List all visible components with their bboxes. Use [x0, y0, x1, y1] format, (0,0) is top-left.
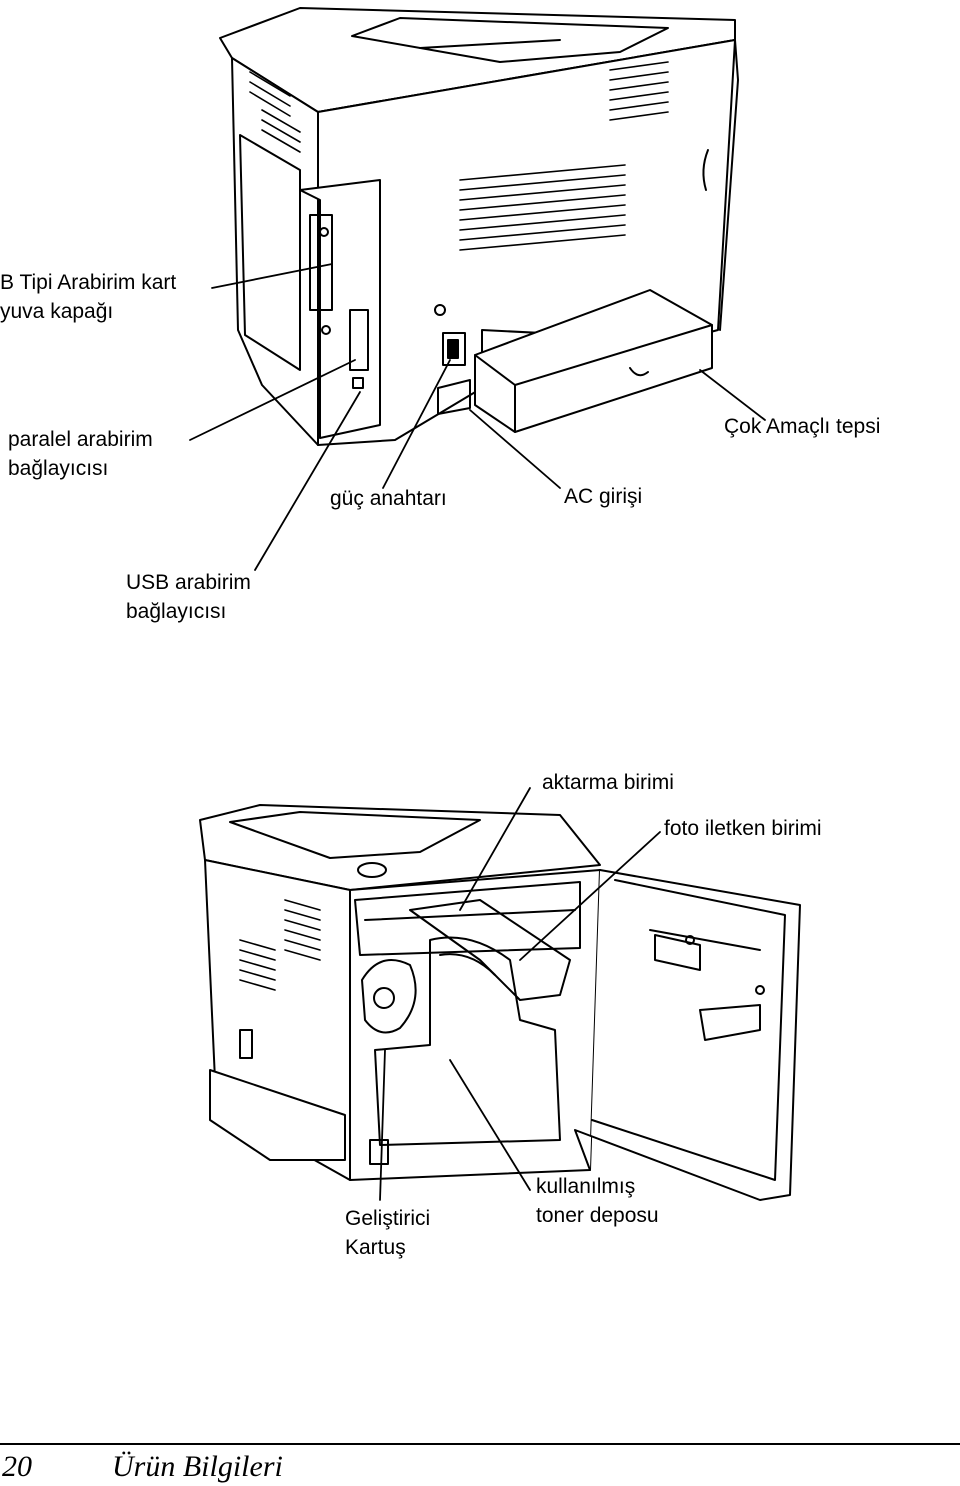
section-title: Ürün Bilgileri — [112, 1450, 283, 1483]
label-b-type-slot-line2: yuva kapağı — [0, 300, 114, 323]
label-b-type-slot-line1: B Tipi Arabirim kart — [0, 271, 177, 294]
printer-rear-illustration — [189, 7, 766, 571]
label-transfer-unit: aktarma birimi — [542, 771, 674, 794]
label-ac-inlet: AC girişi — [564, 485, 643, 508]
label-usb-line2: bağlayıcısı — [126, 600, 227, 623]
label-developer-line1: Geliştirici — [345, 1207, 431, 1230]
footer-rule — [0, 1443, 960, 1445]
label-power-switch: güç anahtarı — [330, 487, 447, 510]
label-photoconductor-unit: foto iletken birimi — [664, 817, 822, 840]
page-number: 20 — [2, 1450, 32, 1483]
printer-open-front-illustration — [199, 787, 801, 1201]
label-developer-line2: Kartuş — [345, 1236, 406, 1259]
label-waste-toner-line1: kullanılmış — [536, 1175, 636, 1198]
label-waste-toner-line2: toner deposu — [536, 1204, 659, 1227]
label-usb-line1: USB arabirim — [126, 571, 251, 594]
label-mp-tray: Çok Amaçlı tepsi — [724, 415, 881, 438]
label-parallel-line1: paralel arabirim — [8, 428, 153, 451]
label-parallel-line2: bağlayıcısı — [8, 457, 109, 480]
